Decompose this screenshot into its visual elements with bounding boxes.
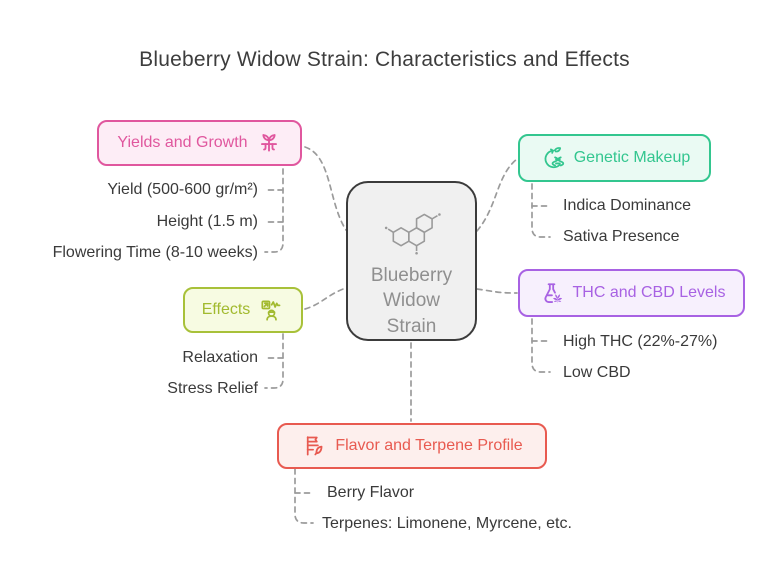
item-high-thc: High THC (22%-27%) bbox=[563, 333, 718, 350]
dna-icon bbox=[544, 146, 564, 168]
connector-center-to-thc bbox=[476, 288, 518, 294]
molecule-icon bbox=[384, 213, 441, 255]
branch-label-flavor-and-terpene-profile: Flavor and Terpene Profile bbox=[335, 437, 523, 454]
branch-node-yields-and-growth: Yields and Growth bbox=[97, 120, 302, 166]
item-berry-flavor: Berry Flavor bbox=[327, 484, 415, 501]
branch-node-flavor-and-terpene-profile: Flavor and Terpene Profile bbox=[277, 423, 547, 469]
connector-effects-to-center bbox=[304, 287, 347, 310]
center-node-label: Blueberry Widow Strain bbox=[370, 264, 453, 337]
item-low-cbd: Low CBD bbox=[563, 364, 631, 381]
branch-label-effects: Effects bbox=[201, 301, 251, 318]
rail-yields-items bbox=[264, 168, 284, 253]
item-relaxation: Relaxation bbox=[182, 349, 258, 366]
item-terpenes: Terpenes: Limonene, Myrcene, etc. bbox=[322, 515, 572, 532]
mood-pulse-icon bbox=[261, 300, 281, 321]
item-flowering-time: Flowering Time (8-10 weeks) bbox=[52, 244, 258, 261]
rail-effects-items bbox=[264, 333, 284, 389]
branch-node-effects: Effects bbox=[183, 287, 303, 333]
item-stress-relief: Stress Relief bbox=[167, 380, 258, 397]
sprout-icon bbox=[260, 134, 277, 152]
rail-flavor-items bbox=[294, 468, 314, 524]
rail-thc-items bbox=[531, 318, 551, 373]
branch-label-thc-and-cbd-levels: THC and CBD Levels bbox=[572, 284, 726, 301]
item-yield: Yield (500-600 gr/m²) bbox=[107, 181, 258, 198]
item-indica-dominance: Indica Dominance bbox=[563, 197, 692, 214]
branch-node-genetic-makeup: Genetic Makeup bbox=[518, 134, 711, 182]
diagram-title: Blueberry Widow Strain: Characteristics … bbox=[139, 48, 630, 71]
connector-center-to-genetic bbox=[476, 158, 518, 232]
rail-genetic-items bbox=[531, 183, 551, 238]
branch-label-yields-and-growth: Yields and Growth bbox=[117, 134, 248, 151]
branch-node-thc-and-cbd-levels: THC and CBD Levels bbox=[518, 269, 745, 317]
item-sativa-presence: Sativa Presence bbox=[563, 228, 680, 245]
flask-leaf-icon bbox=[544, 282, 562, 304]
list-leaf-icon bbox=[307, 436, 323, 456]
center-node: Blueberry Widow Strain bbox=[346, 181, 477, 341]
connector-yields-to-center bbox=[304, 146, 347, 231]
item-height: Height (1.5 m) bbox=[156, 213, 258, 230]
branch-label-genetic-makeup: Genetic Makeup bbox=[573, 149, 691, 166]
